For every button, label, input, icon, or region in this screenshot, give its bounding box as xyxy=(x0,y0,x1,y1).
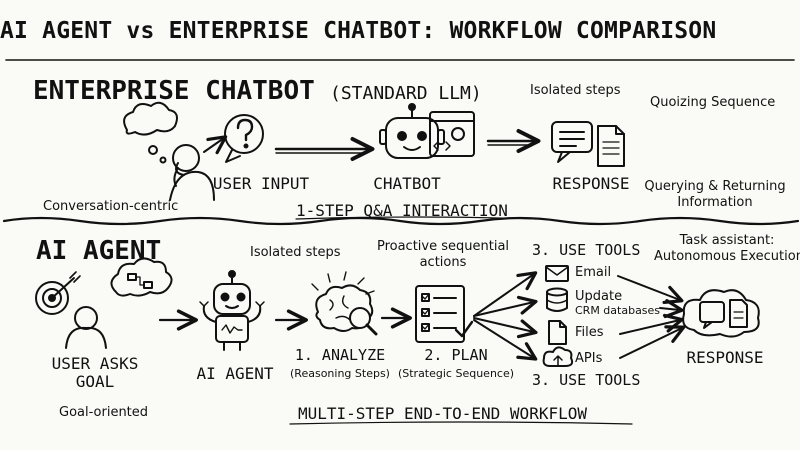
interaction-label: 1-STEP Q&A INTERACTION xyxy=(296,201,508,220)
querying-label-line2: Information xyxy=(677,195,753,210)
interaction-underline xyxy=(295,216,537,220)
agent-isolated-steps: Isolated steps xyxy=(250,245,341,260)
use-tools-top-label: 3. USE TOOLS xyxy=(532,241,641,259)
chatbot-heading: ENTERPRISE CHATBOT xyxy=(33,76,315,106)
goal-oriented-label: Goal-oriented xyxy=(59,405,149,420)
question-bubble-icon xyxy=(224,114,264,163)
arrow xyxy=(473,295,538,317)
chatbot-isolated-steps: Isolated steps xyxy=(530,83,621,98)
analyze-label: 1. ANALYZE xyxy=(294,346,386,364)
agent-heading: AI AGENT xyxy=(36,236,162,266)
proactive-label-line1: Proactive sequential xyxy=(376,239,510,254)
task-assistant-line2: Autonomous Execution xyxy=(654,249,800,264)
conversation-centric-label: Conversation-centric xyxy=(43,199,179,214)
chatbot-heading-sub: (STANDARD LLM) xyxy=(330,83,482,104)
file-icon xyxy=(548,320,567,345)
arrow xyxy=(617,275,684,305)
response-cloud-icon xyxy=(682,289,760,338)
person-icon xyxy=(65,306,107,349)
user-input-label: USER INPUT xyxy=(212,174,310,193)
user-asks-line2: GOAL xyxy=(75,372,115,391)
agent-response-label: RESPONSE xyxy=(686,348,764,367)
plan-label: 2. PLAN xyxy=(424,346,488,364)
arrow xyxy=(659,299,684,319)
database-icon xyxy=(546,287,568,312)
code-window-icon xyxy=(429,111,475,157)
workflow-underline xyxy=(289,421,633,425)
tool-update-label: Update xyxy=(575,289,623,304)
arrow xyxy=(473,319,538,361)
email-icon xyxy=(545,265,569,282)
analyze-sub-label: (Reasoning Steps) xyxy=(290,367,390,380)
quoizing-sequence-label: Quoizing Sequence xyxy=(650,95,776,110)
chatbot-response-label: RESPONSE xyxy=(552,174,630,193)
speech-bubble-icon xyxy=(551,121,593,163)
tool-apis-label: APIs xyxy=(575,351,603,366)
plan-sub-label: (Strategic Sequence) xyxy=(397,367,515,380)
arrow xyxy=(619,325,686,359)
use-tools-bottom-label: 3. USE TOOLS xyxy=(532,371,641,389)
thinking-person-icon xyxy=(123,101,215,201)
chatbot-label: CHATBOT xyxy=(373,174,441,193)
cloud-upload-icon xyxy=(542,346,574,367)
brain-icon xyxy=(311,271,375,332)
proactive-label-line2: actions xyxy=(419,255,467,270)
tool-email-label: Email xyxy=(575,265,612,280)
agent-robot-icon xyxy=(199,270,265,351)
target-icon xyxy=(35,271,81,315)
document-icon xyxy=(597,125,625,167)
tool-files-label: Files xyxy=(575,325,604,340)
arrow xyxy=(473,317,538,339)
agent-label: AI AGENT xyxy=(196,364,274,383)
magnifier-icon xyxy=(349,307,378,336)
tool-crm-label: CRM databases xyxy=(575,304,661,317)
section-divider xyxy=(2,216,800,226)
user-asks-line1: USER ASKS xyxy=(51,354,139,373)
checklist-icon xyxy=(415,285,474,343)
workflow-label: MULTI-STEP END-TO-END WORKFLOW xyxy=(298,404,587,423)
arrow xyxy=(203,135,228,155)
arrow xyxy=(619,313,684,335)
arrow xyxy=(473,271,538,317)
flowchart-cloud-icon xyxy=(110,257,173,297)
robot-icon xyxy=(379,103,445,159)
page-title: AI AGENT vs ENTERPRISE CHATBOT: WORKFLOW… xyxy=(0,18,717,44)
task-assistant-line1: Task assistant: xyxy=(679,233,775,248)
querying-label-line1: Querying & Returning xyxy=(644,179,786,194)
